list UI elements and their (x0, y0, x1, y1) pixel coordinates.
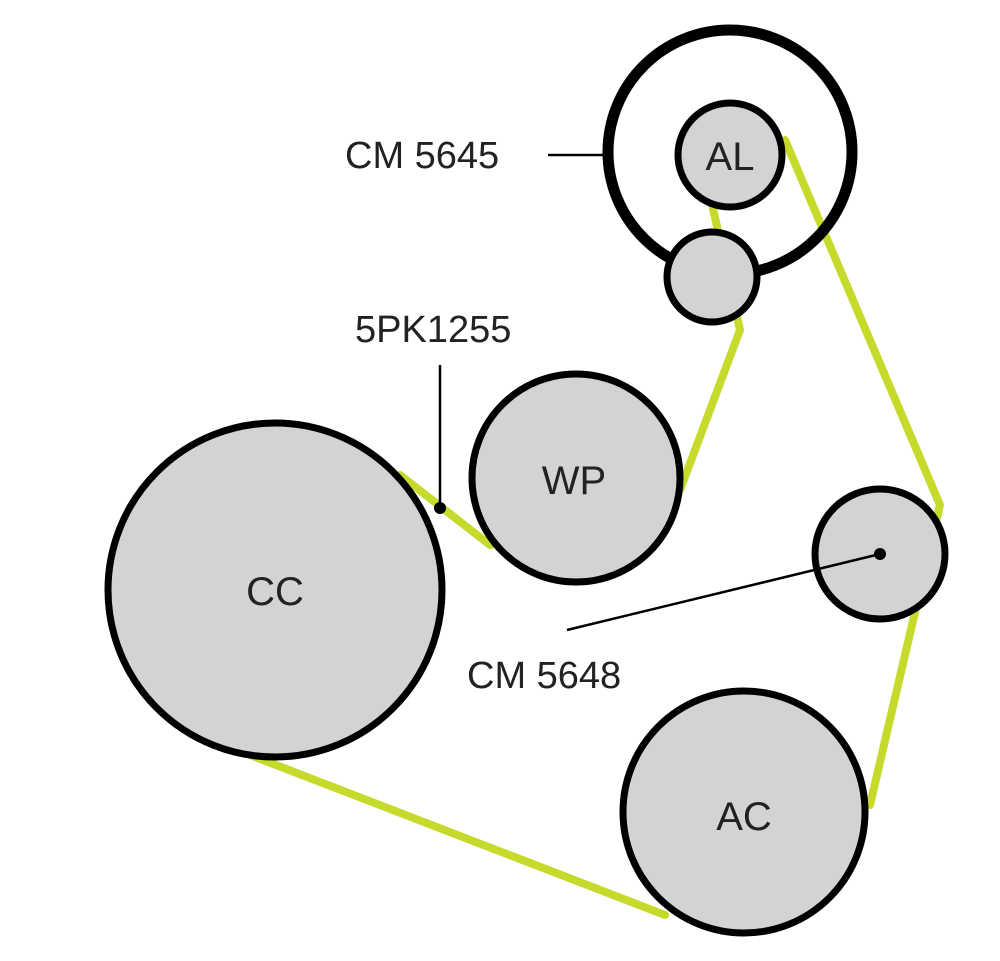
label-al: AL (706, 135, 755, 179)
ac-compressor-pulley (619, 687, 869, 937)
alternator-pulley (674, 99, 786, 211)
leader-idler-dot (874, 548, 886, 560)
label-cc: CC (246, 570, 304, 614)
water-pump-pulley (468, 370, 684, 586)
label-wp: WP (542, 459, 606, 503)
tensioner-pulley (663, 228, 761, 326)
crankshaft-pulley (104, 419, 446, 761)
leader-idler (566, 552, 881, 632)
callout-tensioner: CM 5645 (345, 135, 499, 177)
callout-belt: 5PK1255 (355, 309, 511, 351)
label-ac: AC (716, 795, 772, 839)
leader-belt-dot (434, 502, 446, 514)
callout-idler: CM 5648 (467, 655, 621, 697)
